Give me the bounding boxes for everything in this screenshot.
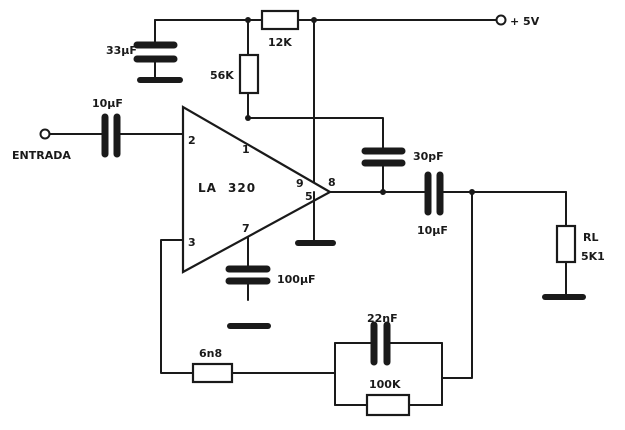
supply-rail	[154, 17, 498, 193]
pin-3-label: 3	[188, 236, 196, 249]
label-supply: + 5V	[510, 15, 540, 28]
resistor-load	[555, 224, 577, 264]
capacitor-22nf	[370, 321, 391, 366]
ic-name-a: LA	[198, 181, 217, 195]
ic-name-b: 320	[228, 181, 256, 195]
label-c-input: 10µF	[92, 97, 123, 110]
label-input: ENTRADA	[12, 149, 71, 162]
label-r-feedback: 100K	[369, 378, 401, 391]
resistor-6n8	[191, 362, 234, 384]
label-c-output: 10µF	[417, 224, 448, 237]
label-load-a: RL	[583, 231, 598, 244]
resistor-100k	[365, 393, 411, 417]
resistor-56k	[238, 53, 260, 95]
capacitor-10uf-input	[101, 113, 121, 158]
label-load-b: 5K1	[581, 250, 605, 263]
resistor-12k	[260, 9, 300, 31]
capacitor-10uf-output	[424, 171, 444, 216]
pin-8-label: 8	[328, 176, 336, 189]
capacitor-30pf	[361, 147, 406, 167]
amplifier-ic	[181, 105, 333, 274]
label-r-pin3: 6n8	[199, 347, 222, 360]
pin-2-label: 2	[188, 134, 196, 147]
supply-terminal	[495, 14, 507, 26]
pin-5-label: 5	[305, 190, 313, 203]
capacitor-100uf	[225, 265, 271, 285]
label-r-supply: 12K	[268, 36, 292, 49]
pin-9-label: 9	[296, 177, 304, 190]
label-c-pin7: 100µF	[277, 273, 316, 286]
label-c-comp: 30pF	[413, 150, 444, 163]
input-terminal	[39, 128, 51, 140]
label-c-feedback: 22nF	[367, 312, 398, 325]
label-c-supply: 33µF	[106, 44, 137, 57]
label-r-bias: 56K	[210, 69, 234, 82]
capacitor-33uf	[133, 41, 178, 63]
pin-1-label: 1	[242, 143, 250, 156]
pin-7-label: 7	[242, 222, 250, 235]
